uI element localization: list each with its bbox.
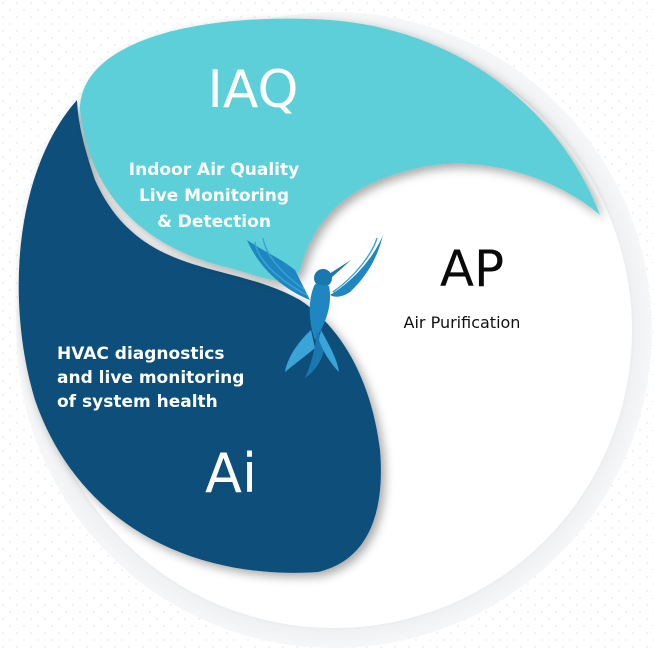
- ai-description-line: HVAC diagnostics: [57, 344, 225, 364]
- ai-description: HVAC diagnostics and live monitoring of …: [57, 342, 247, 414]
- ai-description-line: of system health: [57, 392, 218, 412]
- iaq-title: IAQ: [207, 60, 299, 120]
- ap-description: Air Purification: [403, 313, 521, 332]
- iaq-description-line: Indoor Air Quality: [128, 160, 300, 180]
- iaq-segment: [80, 18, 600, 281]
- iaq-description-line: Live Monitoring: [138, 186, 289, 206]
- ai-segment: [18, 100, 381, 573]
- hummingbird-icon: [247, 235, 383, 378]
- ap-title: AP: [439, 240, 505, 298]
- ai-description-line: and live monitoring: [57, 368, 245, 388]
- iaq-description: Indoor Air Quality Live Monitoring & Det…: [122, 157, 306, 235]
- iaq-description-line: & Detection: [157, 212, 271, 232]
- ai-title: Ai: [205, 442, 257, 505]
